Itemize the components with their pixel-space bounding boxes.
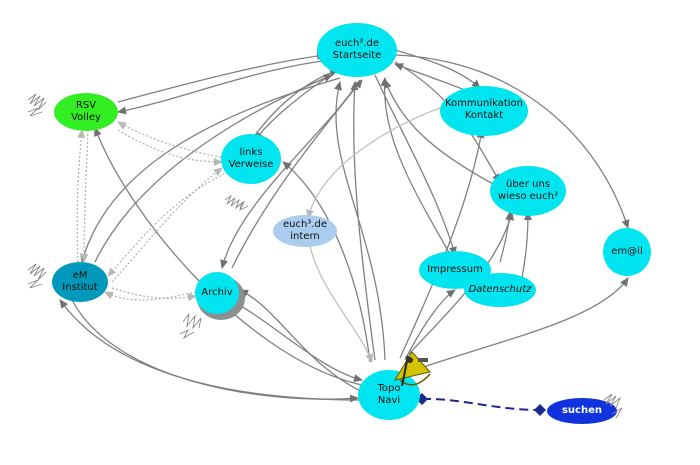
node-links — [221, 134, 281, 184]
links-verweise-link[interactable] — [221, 134, 281, 184]
edge-start-komm — [394, 49, 481, 89]
em-institut-link[interactable] — [52, 262, 108, 302]
edge-topo-archiv — [239, 289, 363, 393]
edge-dot-rsv-eminstitut — [80, 129, 89, 263]
edge-topo-start — [350, 81, 376, 361]
edge-topo-komm — [399, 129, 485, 359]
edge-topo-links — [282, 161, 371, 363]
node-suchen — [547, 398, 617, 424]
edge-komm-intern — [306, 105, 446, 219]
sextant-icon — [393, 351, 431, 387]
edge-dot-rsv-links — [117, 129, 223, 166]
node-ellipses — [52, 23, 651, 424]
node-startseite — [317, 23, 397, 77]
archiv-link[interactable] — [195, 272, 239, 314]
node-datenschutz — [464, 273, 536, 307]
edge-topo-suchen — [416, 393, 546, 416]
rsv-volley-link[interactable] — [54, 93, 118, 131]
edge-intern-topo — [309, 245, 373, 363]
node-eminstitut — [52, 262, 108, 302]
kommunikation-link[interactable] — [440, 86, 528, 136]
edge-archiv-start — [231, 79, 363, 269]
edge-ueber-start — [384, 79, 496, 186]
edge-dot-eminstitut-links — [111, 167, 223, 283]
spring-scribble-icon — [27, 263, 47, 289]
node-ueberuns — [490, 166, 566, 216]
intern-link[interactable] — [273, 215, 337, 247]
node-intern — [273, 215, 337, 247]
edge-imp-ueber — [499, 211, 514, 263]
edge-links-start — [249, 68, 339, 143]
edge-dot-archiv-eminstitut — [104, 291, 197, 301]
datenschutz-link[interactable] — [464, 280, 536, 306]
spring-scribble-icon — [179, 313, 202, 340]
suchen-link[interactable] — [547, 398, 617, 424]
edge-daten-ueber — [521, 211, 532, 279]
edge-archiv-topo — [229, 299, 363, 383]
edge-start-rsv — [117, 59, 331, 115]
edge-komm-start — [394, 63, 471, 93]
edge-impressum-start — [380, 77, 453, 259]
edge-topo-start-2 — [334, 81, 386, 361]
edge-dot-eminstitut-archiv — [111, 287, 197, 302]
edge-dot-links-rsv — [117, 121, 226, 159]
edge-rsv-start — [117, 52, 326, 103]
email-link[interactable] — [603, 228, 651, 276]
node-archiv — [195, 272, 239, 314]
topo-navi-link[interactable] — [358, 370, 420, 420]
spring-scribble-icon — [27, 93, 47, 117]
node-kommunikation — [440, 86, 528, 136]
startseite-link[interactable] — [317, 23, 397, 77]
edge-eminstitut-start — [94, 74, 333, 263]
edge-topo-impressum — [404, 289, 456, 361]
edge-topo-email — [414, 277, 629, 371]
spring-scribble-icon — [603, 393, 623, 419]
edge-dot-links-eminstitut — [107, 171, 229, 277]
edge-eminstitut-topo — [69, 295, 359, 403]
spring-scribble-icon — [224, 194, 249, 212]
node-rsv — [54, 93, 118, 131]
impressum-link[interactable] — [419, 251, 491, 285]
edge-dot-eminstitut-rsv — [76, 129, 86, 263]
ueber-uns-link[interactable] — [490, 166, 566, 216]
node-email — [603, 228, 651, 276]
edge-start-email — [394, 54, 630, 229]
